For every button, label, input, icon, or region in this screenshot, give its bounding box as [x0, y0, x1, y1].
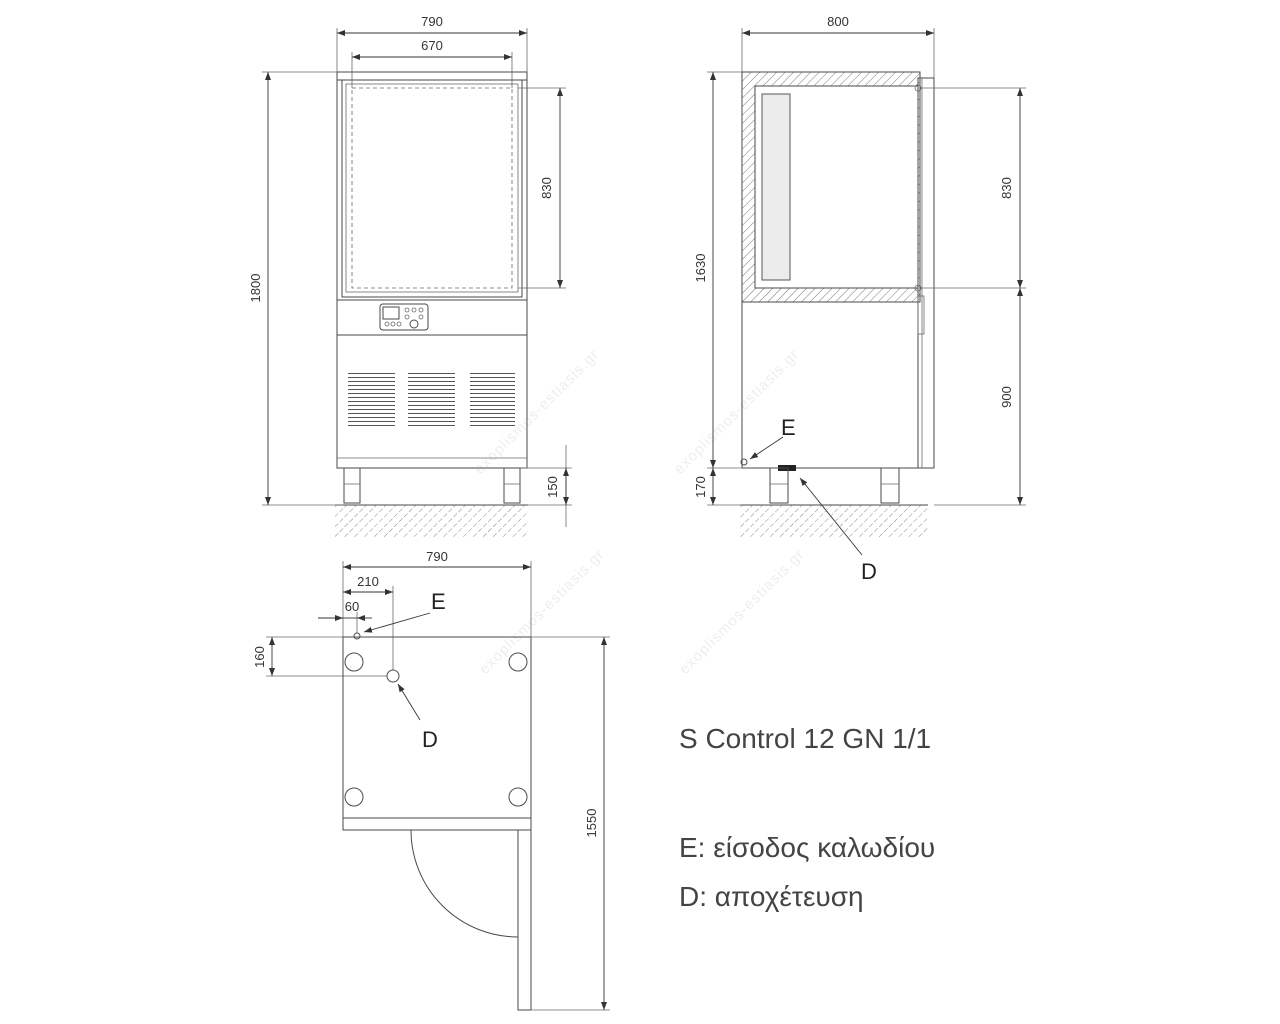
cabinet-outline: [336, 71, 528, 469]
dimension-label-door-height: 830: [999, 177, 1014, 199]
vent-grille: [408, 370, 455, 426]
dimension-label-drain-y: 160: [252, 646, 267, 668]
vent-grille: [348, 370, 395, 426]
leg: [343, 467, 361, 504]
dimension-label-leg-height: 170: [693, 476, 708, 498]
control-panel-housing: [379, 303, 429, 331]
front-view: 790 670: [248, 14, 572, 537]
door-swing-arc: [410, 829, 519, 938]
leg: [880, 467, 900, 504]
dimension-label-depth: 800: [827, 14, 849, 29]
cable-inlet-e: [740, 458, 748, 466]
dimension-label-leg-height: 150: [545, 476, 560, 498]
control-button: [390, 321, 396, 327]
callout-label-e: E: [781, 415, 796, 440]
cable-inlet-e: [353, 632, 361, 640]
door-inner-dashed: [351, 87, 513, 289]
callout-label-e: E: [431, 589, 446, 614]
vent-grille: [470, 370, 515, 426]
foot: [344, 787, 364, 807]
watermark: exoplismos-estiasis.gr: [671, 346, 803, 478]
dimension-label-drain-x: 210: [357, 574, 379, 589]
door-strip: [342, 817, 532, 831]
leg: [503, 467, 521, 504]
control-panel: [379, 303, 429, 331]
door-side: [917, 77, 935, 469]
callout-label-d: D: [422, 727, 438, 752]
watermark: exoplismos-estiasis.gr: [476, 546, 608, 678]
control-knob: [409, 319, 419, 329]
dimension-label-depth-with-door: 1550: [584, 809, 599, 838]
control-button: [404, 314, 410, 320]
side-view: 800 E D 1630 170: [693, 14, 1026, 584]
callout-arrow-e: [749, 436, 784, 460]
drain-d: [386, 669, 400, 683]
dimension-label-body-height: 1630: [693, 254, 708, 283]
control-display: [382, 306, 400, 320]
evaporator-panel: [761, 93, 791, 281]
ground-hatch: [740, 505, 928, 537]
dimension-label-lower-height: 900: [999, 386, 1014, 408]
callout-arrow-d: [397, 683, 421, 721]
dimension-label-outer-width: 790: [421, 14, 443, 29]
model-title: S Control 12 GN 1/1: [679, 723, 931, 754]
top-view: 790 210 60 E 160 D 1550: [252, 549, 610, 1011]
dimension-label-cable-x: 60: [345, 599, 359, 614]
control-button: [418, 307, 424, 313]
foot: [344, 652, 364, 672]
foot: [508, 652, 528, 672]
dimension-label-width: 790: [426, 549, 448, 564]
info-block: S Control 12 GN 1/1 E: είσοδος καλωδίου …: [679, 723, 935, 912]
ground-hatch: [335, 505, 528, 537]
dimension-label-total-height: 1800: [248, 274, 263, 303]
open-door: [517, 829, 532, 1011]
callout-arrow-e: [363, 612, 431, 633]
control-button: [384, 321, 390, 327]
legend-item-e: E: είσοδος καλωδίου: [679, 832, 935, 863]
control-button: [411, 307, 417, 313]
dimension-label-inner-width: 670: [421, 38, 443, 53]
control-button: [396, 321, 402, 327]
callout-label-d: D: [861, 559, 877, 584]
door-handle: [917, 295, 925, 335]
foot: [508, 787, 528, 807]
door-frame: [341, 79, 523, 298]
door-glass: [345, 83, 519, 293]
control-button: [418, 314, 424, 320]
control-button: [404, 307, 410, 313]
leg: [769, 467, 789, 504]
watermark: exoplismos-estiasis.gr: [676, 546, 808, 678]
dimension-label-door-height: 830: [539, 177, 554, 199]
legend-item-d: D: αποχέτευση: [679, 881, 864, 912]
